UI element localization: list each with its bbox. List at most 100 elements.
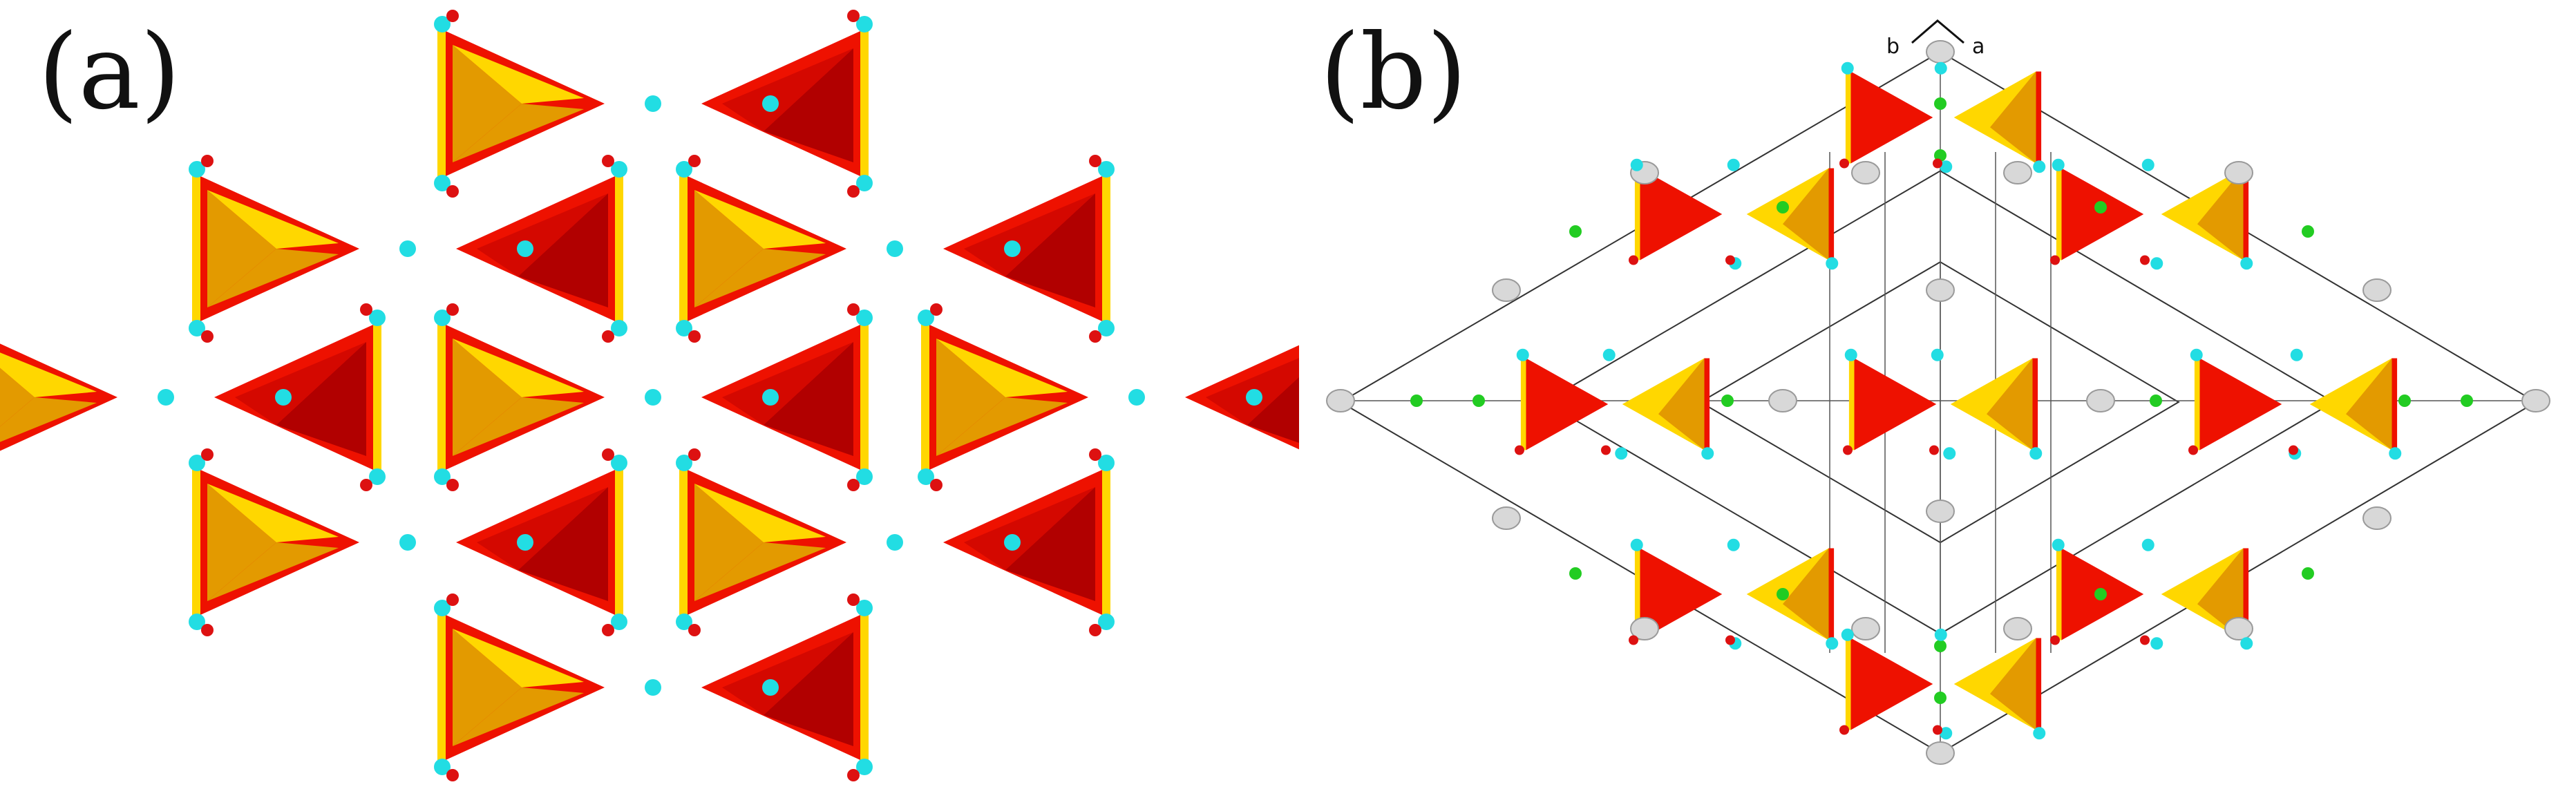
metal-atom [1851,161,1880,184]
linker-atom [1934,149,1947,162]
oxygen-atom [856,310,873,326]
fluorine-atom [446,593,459,606]
oxygen-atom [611,320,627,336]
fluorine-atom [1843,445,1853,455]
fluorine-atom [847,479,860,491]
oxygen-atom [434,600,451,616]
fluorine-atom [847,10,860,22]
fluorine-atom [1601,445,1611,455]
axis-orientation-glyph: b a [1886,19,1985,59]
oxygen-atom [1602,348,1616,361]
oxygen-atom [676,455,692,471]
fluorine-atom [1929,445,1939,455]
oxygen-atom [1004,534,1021,551]
oxygen-atom [369,310,386,326]
oxygen-atom [189,161,205,178]
oxygen-atom [517,534,533,551]
oxygen-atom [1004,240,1021,257]
unit-cell-diagram: b a [1326,19,2550,765]
tetrahedron-face [453,339,522,456]
linker-atom [1569,225,1582,238]
oxygen-atom [1701,447,1714,460]
fluorine-atom [847,185,860,198]
bridging-atom [645,95,661,112]
linker-atom [1777,588,1789,600]
oxygen-atom [1630,538,1643,551]
oxygen-atom [1934,628,1947,641]
linker-atom [2398,395,2411,407]
fluorine-atom [360,303,372,316]
tetrahedron-face [477,487,608,570]
fluorine-atom [602,448,614,461]
tetrahedron-face [207,542,339,601]
oxygen-atom [611,161,627,178]
bridging-atom [1128,389,1145,406]
oxygen-atom [2141,158,2154,171]
tetrahedron-edge [1704,358,1710,450]
tetrahedron-edge [1102,470,1110,615]
tetrahedron-face [764,632,853,746]
fluorine-atom [446,185,459,198]
tetrahedron-face [936,339,1068,397]
fluorine-atom [847,593,860,606]
fluorine-atom [446,479,459,491]
oxygen-atom [2150,637,2163,650]
fluorine-atom [2289,445,2298,455]
tetrahedron-face [764,48,853,162]
fluorine-atom [201,624,214,636]
metal-atom [2521,389,2550,412]
tetrahedron-face [936,397,1068,456]
linker-atom [1410,395,1423,407]
metal-atom [1926,500,1955,523]
linker-atom [1934,692,1947,704]
bridging-atom [158,389,174,406]
oxygen-atom [762,95,779,112]
metal-atom [1768,389,1797,412]
oxygen-atom [1246,389,1262,406]
tetrahedron-face [722,342,853,425]
fluorine-atom [1089,448,1101,461]
oxygen-atom [918,310,934,326]
fluorine-atom [1933,725,1942,735]
fluorine-atom [2188,445,2198,455]
tetrahedron-face [1990,638,2036,730]
tetrahedron-edge [437,31,446,176]
tetrahedron-edge [615,470,623,615]
tetrahedron-edge [2036,638,2042,730]
oxygen-atom [856,759,873,775]
panel-label-a: (a) [38,12,181,133]
oxygen-atom [1841,628,1854,641]
tetrahedron-edge [1634,548,1640,640]
metal-atom [1926,40,1955,64]
tetrahedron-face [1247,377,1299,443]
fluorine-atom [1839,725,1849,735]
linker-atom [1934,97,1947,110]
metal-atom [2362,278,2392,302]
oxygen-atom [1727,158,1740,171]
tetrahedron-face [207,484,339,542]
metal-atom [2003,617,2032,640]
fluorine-atom [201,155,214,167]
oxygen-atom [856,468,873,485]
kagome-network-diagram [0,10,1299,781]
axis-b-label: b [1886,35,1900,59]
oxygen-atom [189,320,205,336]
tetrahedron-face [1850,71,1933,164]
tetrahedron-face [1783,548,1829,640]
tetrahedron-face [453,45,584,104]
tetrahedron-edge [2194,358,2200,450]
oxygen-atom [434,759,451,775]
tetrahedron-face [518,193,608,307]
oxygen-atom [275,389,292,406]
tetrahedron-edge [679,176,688,321]
fluorine-atom [360,479,372,491]
tetrahedron-face [453,104,584,162]
oxygen-atom [1931,348,1944,361]
tetrahedron-face [722,632,853,715]
oxygen-atom [762,679,779,696]
tetrahedron-edge [615,176,623,321]
metal-atom [2224,161,2253,184]
tetrahedron-face [477,193,608,276]
fluorine-atom [930,303,943,316]
tetrahedron-edge [1845,638,1851,730]
